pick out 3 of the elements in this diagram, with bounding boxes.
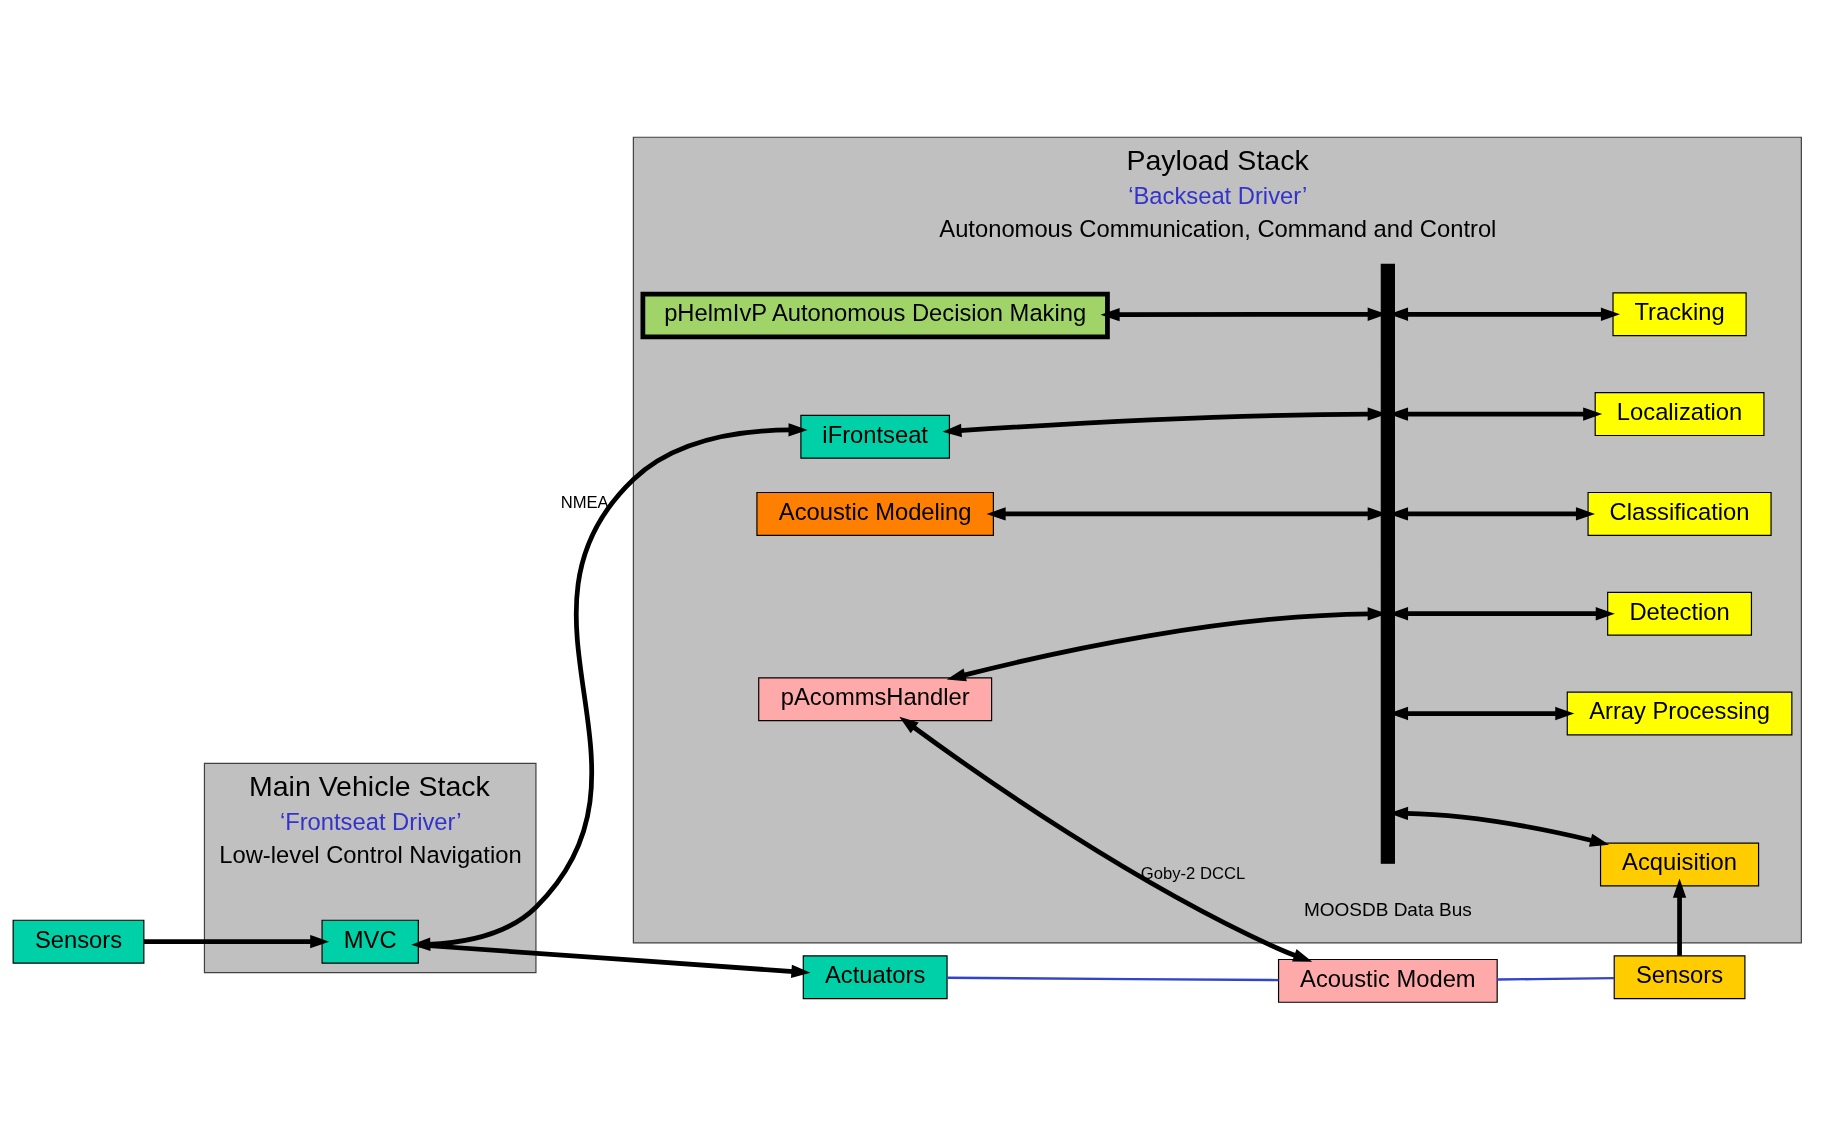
node-label: MOOSDB Data Bus	[1303, 898, 1472, 920]
edge-label: NMEA	[560, 492, 609, 512]
edge-label: Goby-2 DCCL	[1140, 863, 1246, 883]
